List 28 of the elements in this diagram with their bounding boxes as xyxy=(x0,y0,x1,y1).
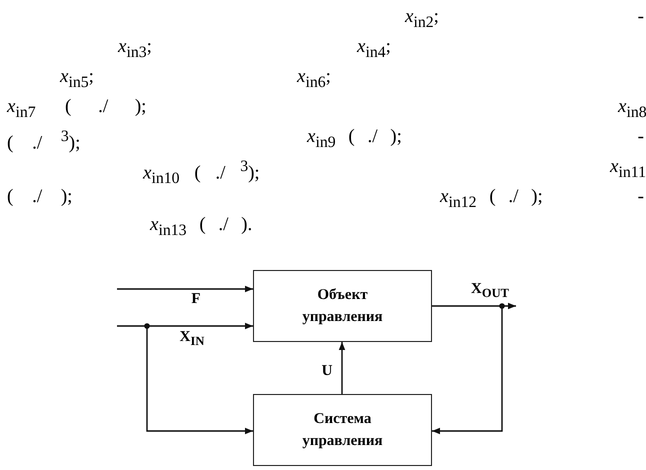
arrow xyxy=(117,322,253,330)
block-label: Объект управления xyxy=(301,286,384,327)
text-fragment: x$_{in8}$ xyxy=(618,96,646,123)
block-label: Система управления xyxy=(301,410,384,451)
arrow xyxy=(432,306,503,434)
text-fragment: ( ./ ); xyxy=(7,186,72,208)
text-fragment: x$_{in4}$; xyxy=(357,36,391,63)
arrow xyxy=(432,302,516,310)
text-fragment: - xyxy=(638,6,644,28)
text-fragment: x$_{in2}$; xyxy=(405,6,439,33)
text-fragment: x$_{in7}$ xyxy=(7,96,36,123)
text-fragment: x$_{in5}$; xyxy=(60,66,94,93)
text-fragment: - xyxy=(638,186,644,208)
text-fragment: x$_{in9}$ ( ./ ); xyxy=(307,126,402,153)
text-fragment: x$_{in6}$; xyxy=(297,66,331,93)
arrow xyxy=(117,286,253,292)
arrow xyxy=(338,342,346,394)
text-fragment: x$_{in11}$ xyxy=(610,156,646,183)
text-fragment: ( ./ ); xyxy=(65,96,146,118)
text-fragment: ( ./ $^{3}$); xyxy=(7,127,80,154)
text-fragment: x$_{in10}$ ( ./ $^{3}$); xyxy=(143,157,260,190)
text-fragment: x$_{in13}$ ( ./ ). xyxy=(150,214,252,241)
text-fragment: x$_{in12}$ ( ./ ); xyxy=(440,186,543,213)
arrow xyxy=(146,326,253,434)
text-fragment: - xyxy=(638,126,644,148)
block-box xyxy=(253,394,432,466)
block-box xyxy=(253,270,432,342)
text-fragment: x$_{in3}$; xyxy=(118,36,152,63)
